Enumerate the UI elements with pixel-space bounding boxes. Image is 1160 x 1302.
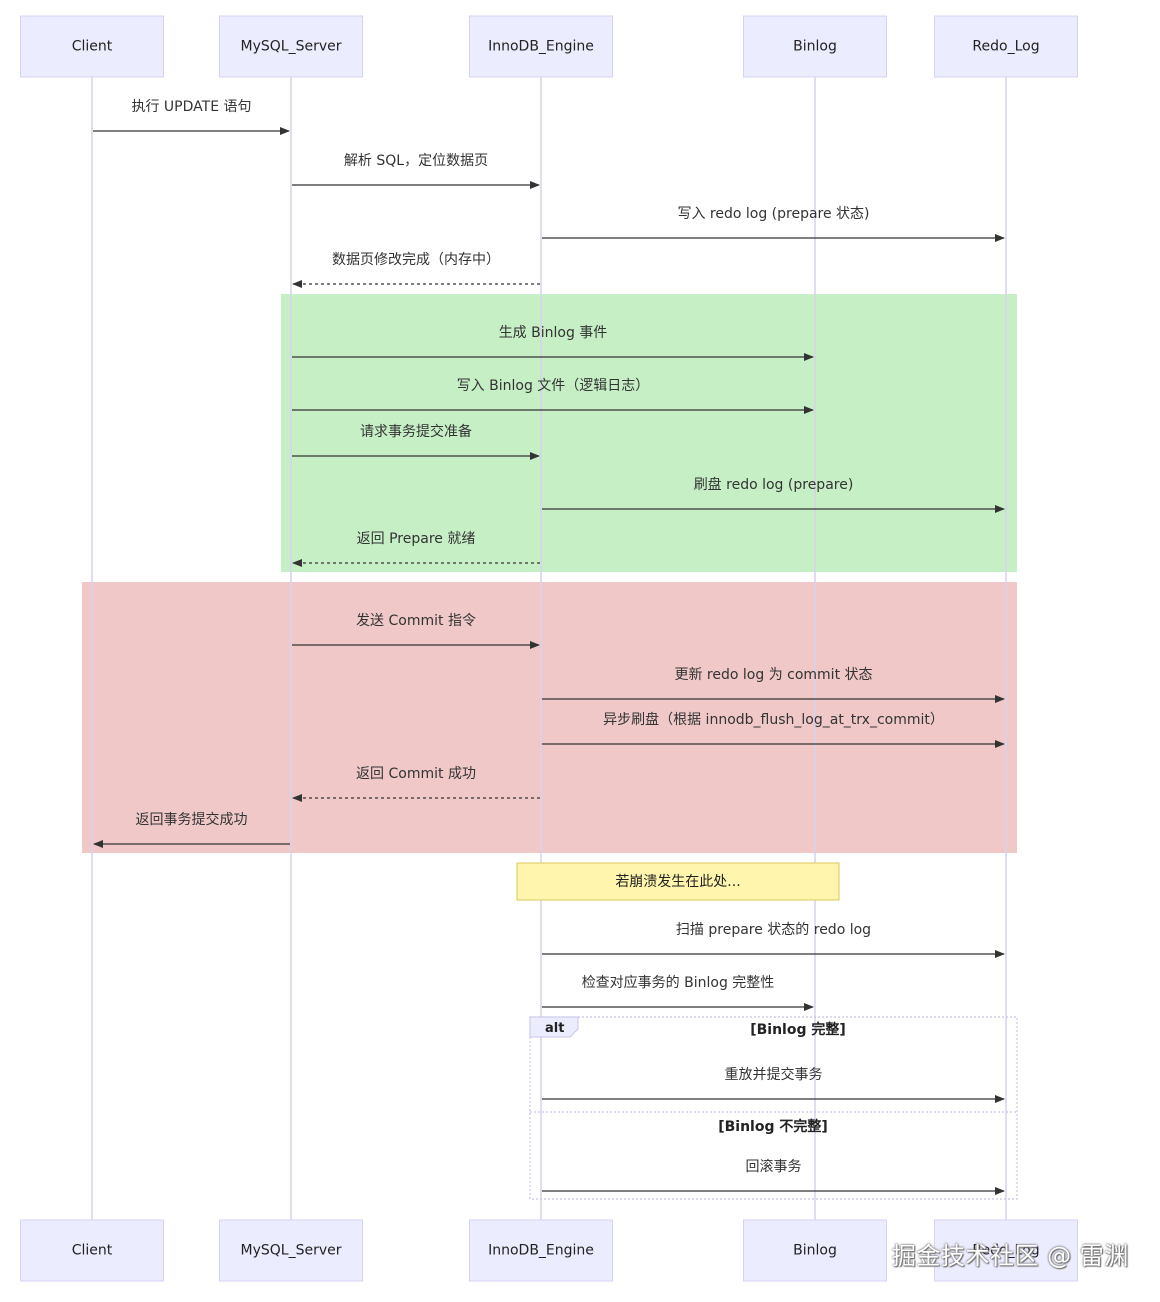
actor-top-redo_log: Redo_Log [934, 15, 1078, 78]
alt-condition-complete: [Binlog 完整] [750, 1021, 846, 1038]
actor-bottom-innodb_engine: InnoDB_Engine [469, 1219, 613, 1282]
actor-label: Client [72, 1243, 113, 1259]
message-5: 生成 Binlog 事件 [292, 325, 814, 361]
message-label: 检查对应事务的 Binlog 完整性 [582, 974, 775, 991]
actor-box [934, 15, 1078, 78]
actor-label: Redo_Log [972, 39, 1039, 55]
message-2: 解析 SQL，定位数据页 [292, 153, 540, 189]
message-16: 检查对应事务的 Binlog 完整性 [542, 974, 814, 1011]
message-label: 请求事务提交准备 [360, 423, 472, 440]
message-label: 回滚事务 [746, 1158, 802, 1175]
crash-note-text: 若崩溃发生在此处... [615, 874, 740, 890]
message-label: 返回 Prepare 就绪 [357, 531, 476, 547]
message-label: 返回 Commit 成功 [356, 766, 476, 782]
message-3: 写入 redo log (prepare 状态) [542, 206, 1005, 242]
actor-top-innodb_engine: InnoDB_Engine [469, 15, 613, 78]
watermark: 掘金技术社区 @ 雷渊 [892, 1242, 1129, 1270]
actor-label: MySQL_Server [241, 1243, 342, 1259]
actor-box [219, 1219, 363, 1282]
actor-bottom-client: Client [20, 1219, 164, 1282]
alt-condition-incomplete: [Binlog 不完整] [718, 1118, 828, 1135]
actor-bottom-redo_log: Redo_Log [934, 1219, 1078, 1282]
message-18: 回滚事务 [542, 1158, 1005, 1195]
actor-box [743, 15, 887, 78]
message-4: 数据页修改完成（内存中） [292, 252, 540, 288]
actor-bottom-binlog: Binlog [743, 1219, 887, 1282]
actor-box [20, 1219, 164, 1282]
crash-note: 若崩溃发生在此处... [516, 862, 840, 901]
prepare-phase-region [281, 294, 1017, 572]
actor-label: InnoDB_Engine [488, 39, 594, 55]
message-label: 刷盘 redo log (prepare) [694, 476, 854, 493]
actor-label: Binlog [793, 39, 837, 55]
message-11: 更新 redo log 为 commit 状态 [542, 667, 1005, 703]
message-7: 请求事务提交准备 [292, 423, 540, 460]
actor-label: Redo_Log [972, 1243, 1039, 1259]
message-label: 重放并提交事务 [725, 1066, 823, 1083]
actor-box [469, 1219, 613, 1282]
message-10: 发送 Commit 指令 [292, 613, 540, 649]
message-17: 重放并提交事务 [542, 1066, 1005, 1103]
message-label: 写入 Binlog 文件（逻辑日志） [457, 378, 650, 394]
actor-label: Binlog [793, 1243, 837, 1259]
message-label: 异步刷盘（根据 innodb_flush_log_at_trx_commit） [603, 711, 944, 728]
actor-label: MySQL_Server [241, 39, 342, 55]
message-8: 刷盘 redo log (prepare) [542, 476, 1005, 513]
actor-box [20, 15, 164, 78]
actors: ClientClientMySQL_ServerMySQL_ServerInno… [20, 15, 1078, 1282]
message-6: 写入 Binlog 文件（逻辑日志） [292, 378, 814, 414]
message-label: 生成 Binlog 事件 [499, 325, 608, 341]
message-13: 返回 Commit 成功 [292, 766, 540, 802]
actor-label: InnoDB_Engine [488, 1243, 594, 1259]
message-label: 返回事务提交成功 [136, 811, 248, 828]
commit-phase-region [82, 582, 1017, 853]
message-label: 执行 UPDATE 语句 [131, 99, 251, 115]
message-12: 异步刷盘（根据 innodb_flush_log_at_trx_commit） [542, 711, 1005, 748]
actor-bottom-mysql_server: MySQL_Server [219, 1219, 363, 1282]
actor-box [934, 1219, 1078, 1282]
actor-box [219, 15, 363, 78]
alt-tag-label: alt [545, 1021, 564, 1036]
message-14: 返回事务提交成功 [93, 811, 290, 848]
actor-box [469, 15, 613, 78]
message-label: 更新 redo log 为 commit 状态 [674, 667, 872, 683]
message-label: 数据页修改完成（内存中） [332, 252, 500, 268]
actor-label: Client [72, 39, 113, 55]
message-label: 发送 Commit 指令 [356, 613, 476, 629]
message-label: 扫描 prepare 状态的 redo log [676, 922, 871, 938]
actor-top-binlog: Binlog [743, 15, 887, 78]
actor-top-mysql_server: MySQL_Server [219, 15, 363, 78]
message-9: 返回 Prepare 就绪 [292, 531, 540, 567]
alt-fragment: alt [Binlog 完整] [Binlog 不完整] [529, 1016, 1018, 1200]
message-label: 写入 redo log (prepare 状态) [677, 206, 869, 222]
message-1: 执行 UPDATE 语句 [93, 99, 290, 135]
message-15: 扫描 prepare 状态的 redo log [542, 922, 1005, 958]
message-label: 解析 SQL，定位数据页 [344, 153, 488, 169]
actor-top-client: Client [20, 15, 164, 78]
actor-box [743, 1219, 887, 1282]
